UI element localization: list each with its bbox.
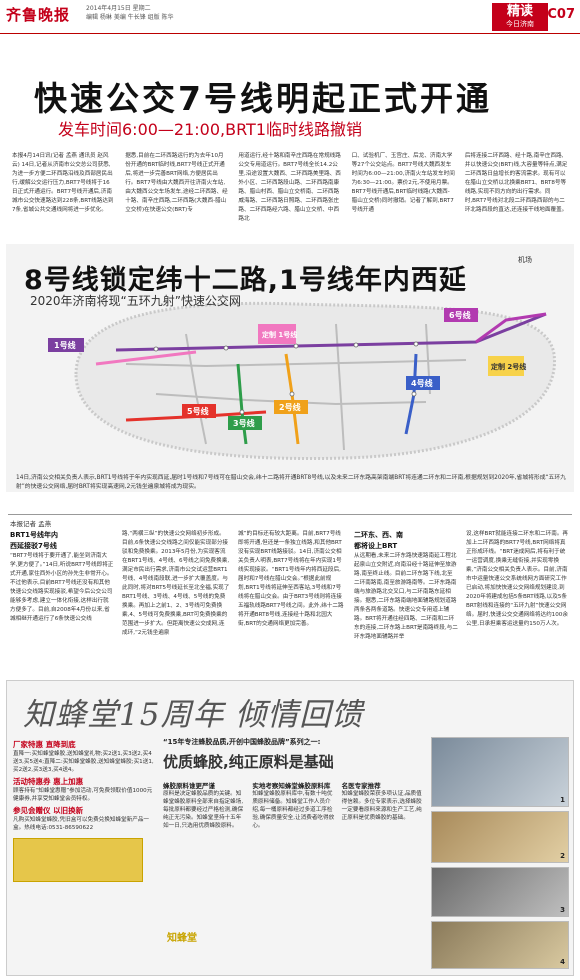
section-tab: 精读 今日济南 [492,3,548,31]
photo: 4 [431,921,569,969]
product-image [13,838,143,882]
ad-article: “15年专注蜂胶品质,开创中国蜂胶品牌”系列之一: 优质蜂胶,纯正原料是基础 蜂… [163,737,425,971]
subhead: 二环东、西、南 [354,531,403,539]
ad-kicker: “15年专注蜂胶品质,开创中国蜂胶品牌”系列之一: [163,738,321,746]
column-text: “BRT7号线将于要开通了,能坐到济南大学,更方便了。”14日,听说BRT7号线… [10,553,114,622]
ad-column-head: 蜂胶原料谁更严谨 [163,782,215,790]
photo-number: 3 [560,906,565,914]
promo-text: 直降一:买知蜂堂蜂胶,送知蜂堂礼物;买2送1,买3送2,买4送3,买5送4;直降… [13,751,154,773]
photo-number: 2 [560,852,565,860]
line3-badge: 3号线 [233,418,255,428]
article-column: 口、试验机厂、玉宫庄、后龙、济南大学等27个公交站点。BRT7号线大魏西发车时间… [351,153,455,213]
subhead: 都将设上BRT [354,542,398,550]
subhead: 西延接驳7号线 [10,542,57,550]
issue-date: 2014年4月15日 星期二 [86,5,151,12]
section-name: 精读 [506,4,533,19]
article-column: BRT1号线年内 西延接驳7号线 “BRT7号线将于要开通了,能坐到济南大学,更… [10,530,114,676]
staff-credits: 编辑 杨琳 美编 牛长锋 组版 陈华 [86,14,174,21]
airport-label: 机场 [518,255,532,264]
promo-title: 活动特惠券 惠上加惠 [13,777,84,786]
ad-columns: 蜂胶原料谁更严谨 原料是决定蜂胶品质的关键。知蜂堂蜂胶原料全部来自指定蜂场,每批… [163,780,425,830]
ad-headline: 优质蜂胶,纯正原料是基础 [163,753,334,771]
masthead: 齐鲁晚报 2014年4月15日 星期二 编辑 杨琳 美编 牛长锋 组版 陈华 精… [0,0,580,34]
section-divider [8,514,572,515]
ad-column-head: 实地考察知蜂堂蜂胶原料库 [252,782,331,790]
subheadline-brt-network: 2020年济南将现“五环九射”快速公交网 [30,294,241,308]
article-column: 城”的目标还有较大距离。目前,BRT7号线即将开通,但还是一条独立线路,和其他B… [238,531,344,627]
issue-meta: 2014年4月15日 星期二 编辑 杨琳 美编 牛长锋 组版 陈华 [86,4,174,22]
line6-badge: 6号线 [449,310,471,320]
article-brt7-body: 本报4月14日讯(记者 孟燕 通讯员 赵风云) 14日,记者从济南市公交总公司获… [12,152,568,240]
map-caption: 14日,济南公交相关负责人表示,BRT1号线将于年内实现西延,届时1号线和7号线… [16,475,566,490]
column-text: 从远期看,未来二环东路快速路南延工程北起泉山立交附近,向南沿经十路延伸至旅游路,… [354,553,458,640]
ad-column-text: 知蜂堂蜂胶荣获多项认证,品质值得信赖。多位专家表示,选择蜂胶一定要看原料来源和生… [341,791,422,821]
ad-column-text: 知蜂堂蜂胶原料库中,有数十吨优质原料储备。知蜂堂工作人员介绍,每一桶原料都经过多… [252,791,335,829]
line5-badge: 5号线 [187,406,209,416]
brand-logo: 知蜂堂 [167,933,197,944]
article-network-body: BRT1号线年内 西延接驳7号线 “BRT7号线将于要开通了,能坐到济南大学,更… [10,530,570,676]
newspaper-logo: 齐鲁晚报 [6,6,71,24]
brt-network-map: 机场 定制 1号线 定制 2号线 1号线 5号线 2号线 3号线 4号线 6号线 [6,244,574,492]
promo-title: 厂家特惠 直降到底 [13,740,76,749]
ad-column: 名医专家推荐 知蜂堂蜂胶荣获多项认证,品质值得信赖。多位专家表示,选择蜂胶一定要… [342,780,425,830]
photo: 3 [431,867,569,917]
article-column: 后将连接二环西路、经十路,南辛庄西路,并以快速公交(BRT)线,大容量等特点,满… [464,153,568,213]
photo: 2 [431,811,569,863]
headline-brt-network: 8号线锁定纬十二路,1号线年内西延 [24,265,467,296]
promo-text: 凡购买知蜂堂蜂胶,凭旧盒可以免费兑换知蜂堂新产品一盒。热线电话:0531-865… [13,817,150,831]
article-column: 据悉,目前在二环西路运行的为去年10月份开通的BRT临时线,BRT7号线正式开通… [125,153,228,213]
promo-title: 参见会赠仪 以旧换新 [13,806,84,815]
ad-title: 知蜂堂15周年 倾情回馈 [23,697,364,733]
article-column: 二环东、西、南 都将设上BRT 从远期看,未来二环东路快速路南延工程北起泉山立交… [354,530,458,676]
byline: 本报记者 孟燕 [10,520,52,528]
photo-number: 4 [560,958,565,966]
subhead: BRT1号线年内 [10,531,59,539]
ad-column-head: 名医专家推荐 [341,782,381,790]
planned-line1-badge: 定制 1号线 [262,330,297,339]
article-column: 设,这样BRT就能连接二环东和二环南。再加上二环西路的BRT7号线,BRT网络将… [466,531,569,627]
headline-brt7: 快速公交7号线明起正式开通 [34,79,492,118]
advertisement: 知蜂堂15周年 倾情回馈 厂家特惠 直降到底 直降一:买知蜂堂蜂胶,送知蜂堂礼物… [6,680,574,976]
promo-text: 顾客持有“知蜂堂惠赠”参加活动,可免费领取价值1000元健康券,并享受知蜂堂会员… [13,788,153,802]
line2-badge: 2号线 [279,402,301,412]
photo-number: 1 [560,796,565,804]
article-column: 用道运行,经十路和南辛庄西路在常规线路公交专用道运行。BRT7号线全长14.2公… [238,153,341,222]
photo: 1 [431,737,569,807]
ad-column: 实地考察知蜂堂蜂胶原料库 知蜂堂蜂胶原料库中,有数十吨优质原料储备。知蜂堂工作人… [252,780,335,830]
section-subname: 今日济南 [506,20,534,28]
ad-column: 蜂胶原料谁更严谨 原料是决定蜂胶品质的关键。知蜂堂蜂胶原料全部来自指定蜂场,每批… [163,780,246,830]
line1-badge: 1号线 [54,340,76,350]
ad-promotions: 厂家特惠 直降到底 直降一:买知蜂堂蜂胶,送知蜂堂礼物;买2送1,买3送2,买4… [13,737,155,971]
ad-photos: 1 2 3 4 [431,737,569,971]
article-column: 本报4月14日讯(记者 孟燕 通讯员 赵风云) 14日,记者从济南市公交总公司获… [12,153,114,213]
line4-badge: 4号线 [411,378,433,388]
ad-column-text: 原料是决定蜂胶品质的关键。知蜂堂蜂胶原料全部来自指定蜂场,每批原料都要经过严格检… [163,791,244,829]
article-column: 路,“两横三纵”的快速公交网络初步形成。目前,6条快速公交线路之间仅能实现部分接… [122,531,230,636]
planned-line2-badge: 定制 2号线 [491,362,526,371]
page-number: C07 [547,7,575,22]
subheadline-brt7: 发车时间6:00—21:00,BRT1临时线路撤销 [58,120,363,139]
